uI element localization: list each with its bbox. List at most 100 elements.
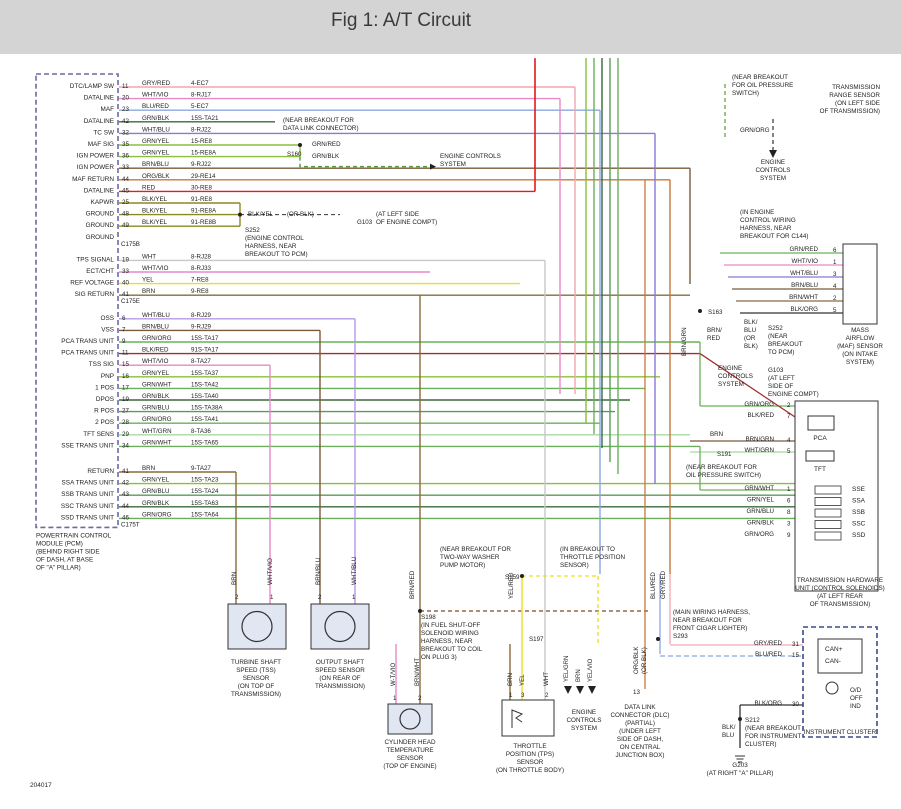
blk-blu-label: BLK/ xyxy=(722,724,736,731)
s212-note: FOR INSTRUMENT xyxy=(745,733,801,740)
pcm-wire-color: GRN/BLK xyxy=(142,500,170,507)
pcm-wire-color: BRN/BLU xyxy=(142,323,169,330)
s293-note: NEAR BREAKOUT FOR xyxy=(673,617,742,624)
dlc-name: ON CENTRAL xyxy=(620,744,661,751)
pcm-wire-color: BRN/BLU xyxy=(142,161,169,168)
s198-note: HARNESS, NEAR xyxy=(421,638,473,645)
pcm-pin-number: 33 xyxy=(122,164,129,171)
figure-header: Fig 1: A/T Circuit xyxy=(0,0,901,54)
maf-pin-number: 5 xyxy=(833,307,837,314)
pcm-circuit-id: 8-RJ33 xyxy=(191,265,212,272)
solenoid-wire-color: GRN/BLK xyxy=(747,520,775,527)
solenoid-coil-icon xyxy=(814,508,842,518)
arrow-down-icon xyxy=(576,686,584,694)
pcm-pin-label: SIG RETURN xyxy=(75,291,115,298)
dlc-name: (PARTIAL) xyxy=(625,720,655,727)
pcm-circuit-id: 15S-TA21 xyxy=(191,115,219,122)
s160-wire: GRN/RED xyxy=(312,141,341,148)
oss-wire-wht-blu: WHT/BLU xyxy=(351,556,358,585)
s198-note: S198 xyxy=(421,614,436,621)
solenoid-wire-color: GRN/WHT xyxy=(744,485,774,492)
pcm-wire-color: BLU/RED xyxy=(142,103,169,110)
s293-note: S293 xyxy=(673,633,688,640)
s160-label: S160 xyxy=(287,151,302,158)
s191-label: S191 xyxy=(717,451,732,458)
can-plus-label: CAN+ xyxy=(825,646,843,653)
can-module-box xyxy=(817,638,863,674)
solenoid-pin-number: 6 xyxy=(787,498,791,505)
s212-note: CLUSTER) xyxy=(745,741,777,748)
dlc-name: CONNECTOR (DLC) xyxy=(610,712,669,719)
pcm-circuit-id: 15S-TA64 xyxy=(191,511,219,518)
maf-name: AIRFLOW xyxy=(846,335,875,342)
pcm-pin-label: TC SW xyxy=(93,129,115,136)
engine-controls-lead xyxy=(299,156,430,168)
pcm-circuit-id: 29-RE14 xyxy=(191,173,216,180)
tps-note: SENSOR) xyxy=(560,562,589,569)
tss-pin: 2 xyxy=(235,594,239,601)
arrow-down-icon xyxy=(769,150,777,158)
pcm-pin-label: VSS xyxy=(101,326,114,333)
dlc-name: (UNDER LEFT xyxy=(619,728,661,735)
tss-sensor-name: TURBINE SHAFT xyxy=(231,659,281,666)
cht-sensor-name: CYLINDER HEAD xyxy=(384,739,436,746)
tft-label: TFT xyxy=(814,466,826,473)
s252-maf-note: (NEAR xyxy=(768,333,788,340)
c144-note: BREAKOUT FOR C144) xyxy=(740,233,808,240)
blu-red-label: BLU/RED xyxy=(650,572,657,599)
g103-label: G103 xyxy=(357,219,373,226)
s159-splice xyxy=(520,574,524,578)
gear-icon xyxy=(399,708,421,730)
oss-sensor-name: OUTPUT SHAFT xyxy=(316,659,364,666)
pcm-wire-color: WHT/GRN xyxy=(142,428,172,435)
pcm-pin-number: 9 xyxy=(122,338,126,345)
cluster-wire-color: GRY/RED xyxy=(754,640,783,647)
pcm-circuit-id: 8-TA36 xyxy=(191,428,211,435)
pca-wire xyxy=(699,353,796,418)
trs-note: RANGE SENSOR xyxy=(829,92,880,99)
pcm-wire-color: WHT/VIO xyxy=(142,92,169,99)
pcm-wire-color: BLK/YEL xyxy=(142,196,168,203)
pcm-wire-color: ORG/BLK xyxy=(142,173,170,180)
solenoid-coil-icon xyxy=(814,531,842,541)
ecs-bottom: ENGINE xyxy=(572,709,596,716)
pcm-pin-label: IGN POWER xyxy=(77,153,115,160)
s252-note: BREAKOUT TO PCM) xyxy=(245,251,308,258)
pcm-pin-label: DATALINE xyxy=(84,118,114,125)
c144-note: HARNESS, NEAR xyxy=(740,225,792,232)
washer-note: TWO-WAY WASHER xyxy=(440,554,500,561)
s197-label: S197 xyxy=(529,636,544,643)
pcm-circuit-id: 8-RJ28 xyxy=(191,253,212,260)
pcm-pin-number: 40 xyxy=(122,280,129,287)
pcm-pin-label: 2 POS xyxy=(95,419,114,426)
maf-name: (ON INTAKE xyxy=(842,351,878,358)
pca-pin-number: 4 xyxy=(787,437,791,444)
g103-maf-note: ENGINE COMPT) xyxy=(768,391,819,398)
dlc-name: JUNCTION BOX) xyxy=(616,752,665,759)
g103-maf-note: (AT LEFT xyxy=(768,375,795,382)
pcm-circuit-id: 9-TA27 xyxy=(191,465,211,472)
s252-maf-note: S252 xyxy=(768,325,783,332)
maf-wire-color: BLK/ORG xyxy=(790,306,818,313)
pcm-pin-number: 41 xyxy=(122,291,129,298)
pcm-circuit-id: 15S-TA40 xyxy=(191,393,219,400)
maf-name: (MAF) SENSOR xyxy=(837,343,883,350)
oss-pin: 1 xyxy=(352,594,356,601)
trs-note: OF TRANSMISSION) xyxy=(820,108,880,115)
s198-note: BREAKOUT TO COIL xyxy=(421,646,483,653)
pcm-wire-color: GRN/ORG xyxy=(142,335,172,342)
pcm-circuit-id: 15-RE8 xyxy=(191,138,213,145)
pcm-circuit-id: 8-RJ17 xyxy=(191,92,212,99)
tss-sensor-name: SENSOR xyxy=(243,675,270,682)
tss-sensor-name: SPEED (TSS) xyxy=(236,667,276,674)
s198-splice xyxy=(418,609,422,613)
pcm-wire-color: GRY/RED xyxy=(142,80,171,87)
s252-note: (ENGINE CONTROL xyxy=(245,235,304,242)
pca-pin-number: 5 xyxy=(787,448,791,455)
pcm-circuit-id: 9-RJ29 xyxy=(191,323,212,330)
maf-sensor-box xyxy=(842,243,878,325)
trs-note: TRANSMISSION xyxy=(832,84,880,91)
tft-thermistor-icon xyxy=(805,450,835,462)
pcm-circuit-id: 9-RE8 xyxy=(191,288,209,295)
s252-note: S252 xyxy=(245,227,260,234)
